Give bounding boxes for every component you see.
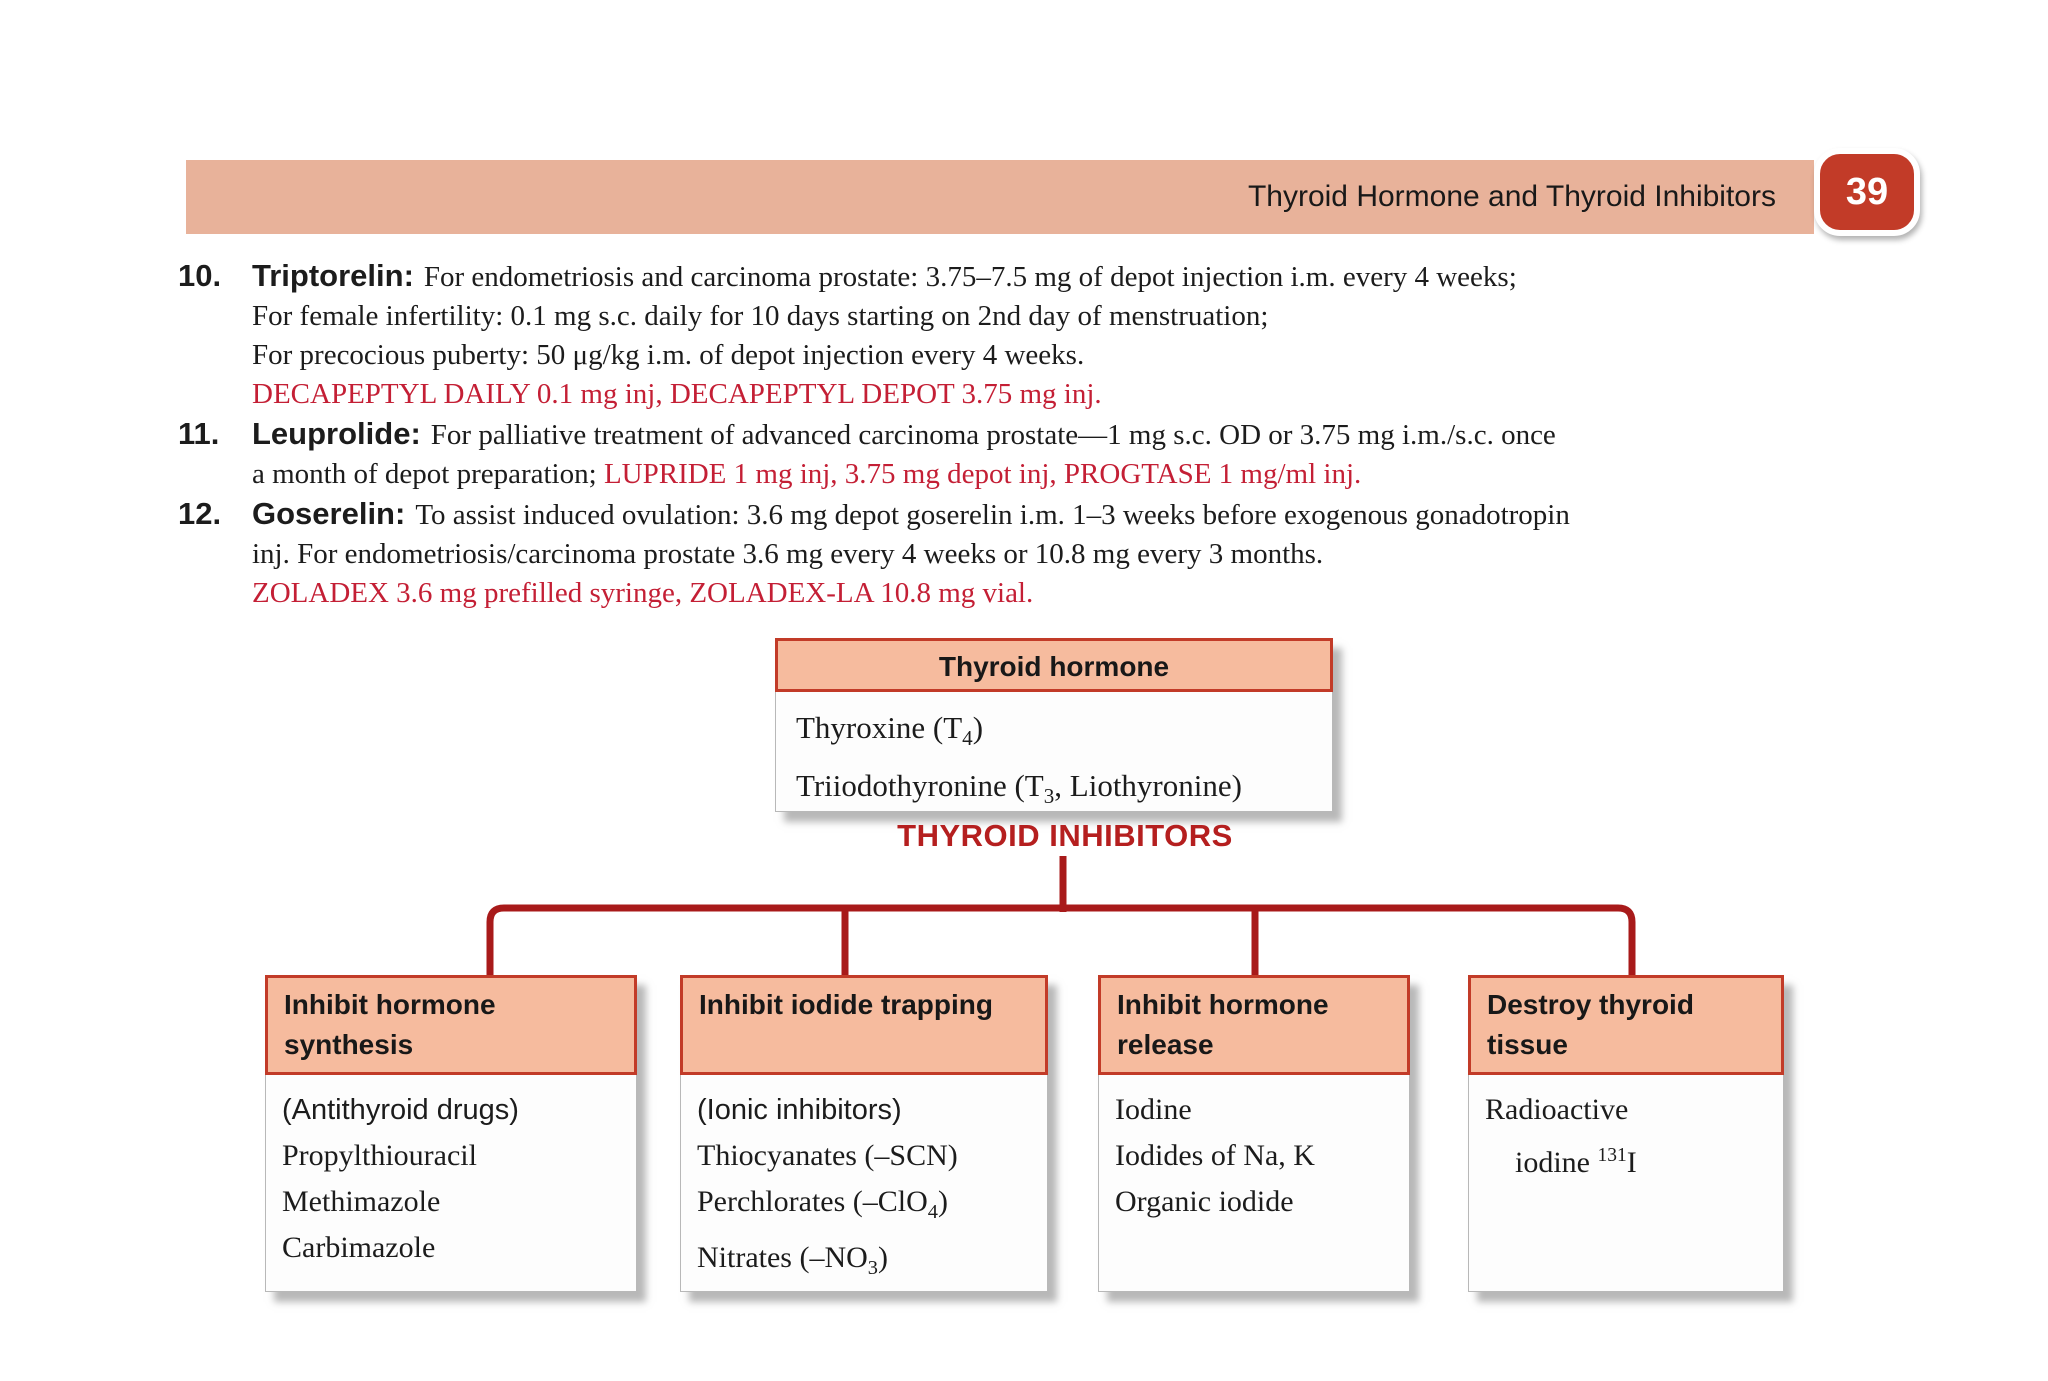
trade-name-text: LUPRIDE 1 mg inj, 3.75 mg depot inj, PRO…	[603, 458, 1362, 490]
list-item-line: For precocious puberty: 50 μg/kg i.m. of…	[178, 336, 1950, 375]
thyroid-inhibitors-label: THYROID INHIBITORS	[897, 818, 1233, 853]
box-line: Methimazole	[282, 1185, 441, 1218]
box-line: Iodides of Na, K	[1115, 1139, 1315, 1172]
list-item-line: 10. Triptorelin: For endometriosis and car…	[178, 256, 1950, 297]
box-line: Carbimazole	[282, 1231, 436, 1264]
dose-text: For precocious puberty: 50 μg/kg i.m. of…	[252, 339, 1085, 371]
dose-text: For female infertility: 0.1 mg s.c. dail…	[252, 300, 1269, 332]
box-line: Thyroxine (T4)	[796, 710, 984, 751]
item-number: 10.	[178, 258, 222, 293]
inhibit-iodide-trapping-box: Inhibit iodide trapping (Ionic inhibitor…	[680, 975, 1048, 1292]
item-number: 11.	[178, 416, 220, 451]
drug-list: 10. Triptorelin: For endometriosis and car…	[178, 256, 1950, 613]
box-line: Radioactive	[1485, 1093, 1629, 1126]
destroy-thyroid-tissue-box: Destroy thyroid tissue Radioactive iodine…	[1468, 975, 1784, 1292]
chapter-title: Thyroid Hormone and Thyroid Inhibitors	[1247, 180, 1776, 213]
box-line: (Antithyroid drugs)	[282, 1094, 519, 1126]
dose-text: For palliative treatment of advanced car…	[430, 419, 1556, 451]
drug-name: Goserelin:	[252, 496, 406, 531]
box-line: Thiocyanates (–SCN)	[697, 1139, 958, 1172]
box-title: Inhibit iodide trapping	[680, 975, 1048, 1075]
item-number: 12.	[178, 496, 222, 531]
box-title: Inhibit hormone release	[1098, 975, 1410, 1075]
box-line: (Ionic inhibitors)	[697, 1094, 902, 1126]
trade-name-text: DECAPEPTYL DAILY 0.1 mg inj, DECAPEPTYL …	[252, 378, 1102, 410]
list-item-line: 12. Goserelin: To assist induced ovulation…	[178, 494, 1950, 535]
box-line: Propylthiouracil	[282, 1139, 477, 1172]
list-item-line: ZOLADEX 3.6 mg prefilled syringe, ZOLADE…	[178, 574, 1950, 613]
box-title: Thyroid hormone	[775, 638, 1333, 692]
box-line: Perchlorates (–ClO4)	[697, 1185, 948, 1223]
box-body: Radioactive iodine 131I	[1468, 1075, 1784, 1292]
page-number: 39	[1845, 170, 1889, 213]
dose-text: For endometriosis and carcinoma prostate…	[423, 261, 1517, 293]
drug-name: Leuprolide:	[252, 416, 421, 451]
thyroid-hormone-box: Thyroid hormone Thyroxine (T4) Triiodothy…	[775, 638, 1333, 812]
page-header-bar: Thyroid Hormone and Thyroid Inhibitors	[186, 160, 1814, 234]
dose-text: a month of depot preparation;	[252, 458, 604, 490]
list-item-line: 11. Leuprolide: For palliative treatment o…	[178, 414, 1950, 455]
box-line: Organic iodide	[1115, 1185, 1294, 1218]
trade-name-text: ZOLADEX 3.6 mg prefilled syringe, ZOLADE…	[252, 577, 1034, 609]
box-body: (Ionic inhibitors) Thiocyanates (–SCN) Per…	[680, 1075, 1048, 1292]
list-item-line: inj. For endometriosis/carcinoma prostat…	[178, 535, 1950, 574]
box-line: Iodine	[1115, 1093, 1192, 1126]
list-item-line: a month of depot preparation; LUPRIDE 1 …	[178, 455, 1950, 494]
box-line: iodine 131I	[1515, 1145, 1637, 1179]
list-item-line: For female infertility: 0.1 mg s.c. dail…	[178, 297, 1950, 336]
box-line: Nitrates (–NO3)	[697, 1241, 888, 1279]
list-item-line: DECAPEPTYL DAILY 0.1 mg inj, DECAPEPTYL …	[178, 375, 1950, 414]
page-number-badge: 39	[1814, 148, 1920, 236]
inhibit-synthesis-box: Inhibit hormone synthesis (Antithyroid d…	[265, 975, 637, 1292]
drug-name: Triptorelin:	[252, 258, 414, 293]
box-body: Thyroxine (T4) Triiodothyronine (T3, Liot…	[775, 692, 1333, 812]
box-title: Destroy thyroid tissue	[1468, 975, 1784, 1075]
box-title: Inhibit hormone synthesis	[265, 975, 637, 1075]
box-line: Triiodothyronine (T3, Liothyronine)	[796, 768, 1242, 809]
dose-text: inj. For endometriosis/carcinoma prostat…	[252, 538, 1324, 570]
dose-text: To assist induced ovulation: 3.6 mg depo…	[415, 499, 1570, 531]
